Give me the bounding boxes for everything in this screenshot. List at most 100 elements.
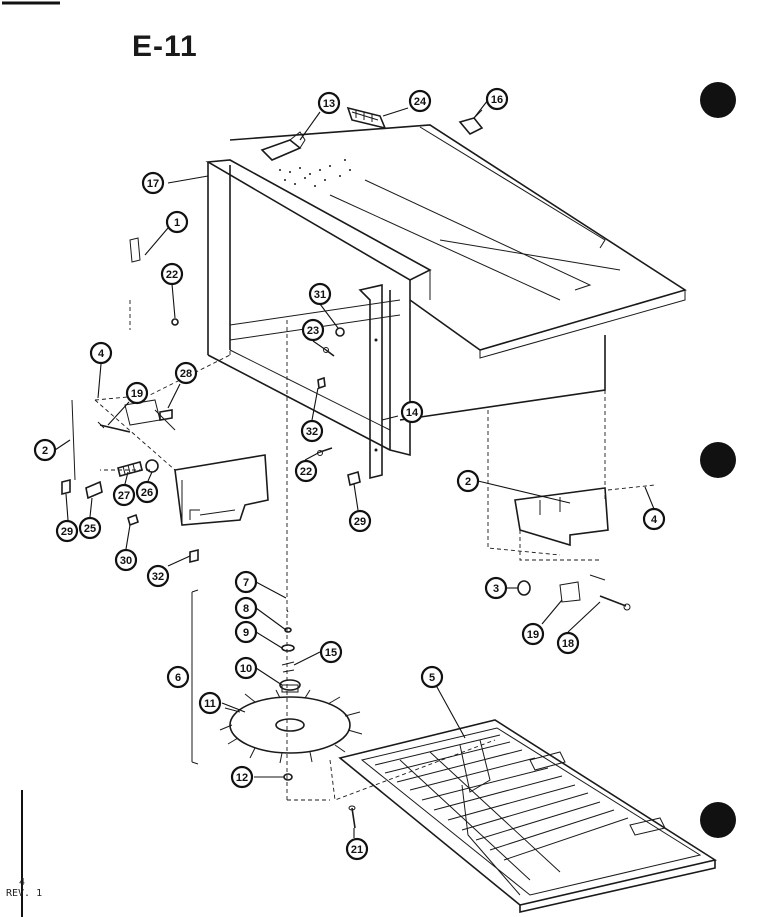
registration-dot-top <box>700 82 736 118</box>
callout-label: 1 <box>174 217 180 229</box>
callout-label: 12 <box>236 772 248 784</box>
callout-29-mid: 29 <box>348 509 372 533</box>
callout-1: 1 <box>165 210 189 234</box>
callout-2-left: 2 <box>33 438 57 462</box>
callout-label: 8 <box>243 603 249 615</box>
callout-22-mid: 22 <box>294 459 318 483</box>
callout-16-top: 16 <box>485 87 509 111</box>
screw-19-left <box>97 421 131 433</box>
callout-21: 21 <box>345 837 369 861</box>
callout-27: 27 <box>112 483 136 507</box>
right-bracket-assembly <box>487 390 656 603</box>
callout-label: 19 <box>527 629 539 641</box>
knob-26 <box>145 459 159 473</box>
callout-label: 28 <box>180 368 192 380</box>
callout-23: 23 <box>301 318 325 342</box>
screw-21 <box>348 805 356 829</box>
callout-label: 27 <box>118 490 130 502</box>
fan-blade-11 <box>219 689 363 764</box>
callout-label: 26 <box>141 487 153 499</box>
callout-18: 18 <box>556 631 580 655</box>
callout-14: 14 <box>400 400 424 424</box>
callout-4-right: 4 <box>642 507 666 531</box>
callout-label: 13 <box>323 98 335 110</box>
callout-label: 29 <box>61 526 73 538</box>
page-footer: 4 REV. 1 <box>6 877 42 899</box>
callout-label: 4 <box>98 348 105 360</box>
fastener-23 <box>323 347 335 357</box>
callout-32-mid: 32 <box>300 419 324 443</box>
callout-label: 2 <box>42 445 48 457</box>
callout-13: 13 <box>317 91 341 115</box>
callout-label: 3 <box>493 583 499 595</box>
callout-8: 8 <box>234 596 258 620</box>
callout-label: 25 <box>84 523 96 535</box>
callout-24: 24 <box>408 89 432 113</box>
callout-label: 2 <box>465 476 471 488</box>
callout-6: 6 <box>166 665 190 689</box>
page-title: E-11 <box>132 30 198 63</box>
callout-7: 7 <box>234 570 258 594</box>
cabinet-housing <box>129 124 687 480</box>
fastener-32-left <box>189 548 199 564</box>
callout-32-left: 32 <box>146 564 170 588</box>
registration-dot-middle <box>700 442 736 478</box>
fan-motor-assembly <box>191 320 330 801</box>
spring-25 <box>85 480 103 500</box>
callout-19-right: 19 <box>521 622 545 646</box>
callout-11: 11 <box>198 691 222 715</box>
callout-12: 12 <box>230 765 254 789</box>
callout-label: 9 <box>243 627 249 639</box>
callout-19-left: 19 <box>125 381 149 405</box>
callout-label: 5 <box>429 672 435 684</box>
terminal-block-24 <box>346 106 387 130</box>
callout-label: 7 <box>243 577 249 589</box>
callout-label: 32 <box>152 571 164 583</box>
nut-12 <box>283 773 293 781</box>
callout-label: 21 <box>351 844 363 856</box>
callout-label: 4 <box>651 514 658 526</box>
callout-22-left: 22 <box>160 262 184 286</box>
registration-dot-bottom <box>700 802 736 838</box>
callout-9: 9 <box>234 620 258 644</box>
callout-26: 26 <box>135 480 159 504</box>
callout-29-left: 29 <box>55 519 79 543</box>
callout-label: 29 <box>354 516 366 528</box>
callout-label: 17 <box>147 178 159 190</box>
callout-3: 3 <box>484 576 508 600</box>
callout-30: 30 <box>114 548 138 572</box>
bushing-3 <box>517 580 531 596</box>
base-grille-5 <box>329 719 718 914</box>
leader-lines <box>54 99 655 838</box>
callout-2-right: 2 <box>456 469 480 493</box>
callout-4-left: 4 <box>89 341 113 365</box>
fastener-29-mid <box>347 470 361 487</box>
switch-16 <box>458 109 484 135</box>
callout-label: 31 <box>314 289 326 301</box>
callout-label: 16 <box>491 94 503 106</box>
thermostat-27 <box>117 461 143 477</box>
page-number: 4 <box>19 877 26 888</box>
fastener-32-mid <box>317 376 326 390</box>
screw-30 <box>127 513 139 527</box>
callout-label: 19 <box>131 388 143 400</box>
callout-label: 14 <box>406 407 419 419</box>
callout-label: 10 <box>240 663 252 675</box>
callout-label: 18 <box>562 638 574 650</box>
callout-10-left: 10 <box>234 656 258 680</box>
callout-15: 15 <box>319 640 343 664</box>
fastener-31 <box>335 327 345 337</box>
callout-31: 31 <box>308 282 332 306</box>
callout-label: 6 <box>175 672 181 684</box>
callout-label: 22 <box>166 269 178 281</box>
left-bracket-assembly <box>71 354 269 526</box>
clip-29-left <box>61 478 71 496</box>
fastener-22-left <box>171 318 179 326</box>
callout-label: 15 <box>325 647 337 659</box>
callout-5: 5 <box>420 665 444 689</box>
callout-label: 22 <box>300 466 312 478</box>
callout-25: 25 <box>78 516 102 540</box>
callout-label: 30 <box>120 555 132 567</box>
clip-28 <box>159 409 173 421</box>
callout-label: 24 <box>414 96 427 108</box>
